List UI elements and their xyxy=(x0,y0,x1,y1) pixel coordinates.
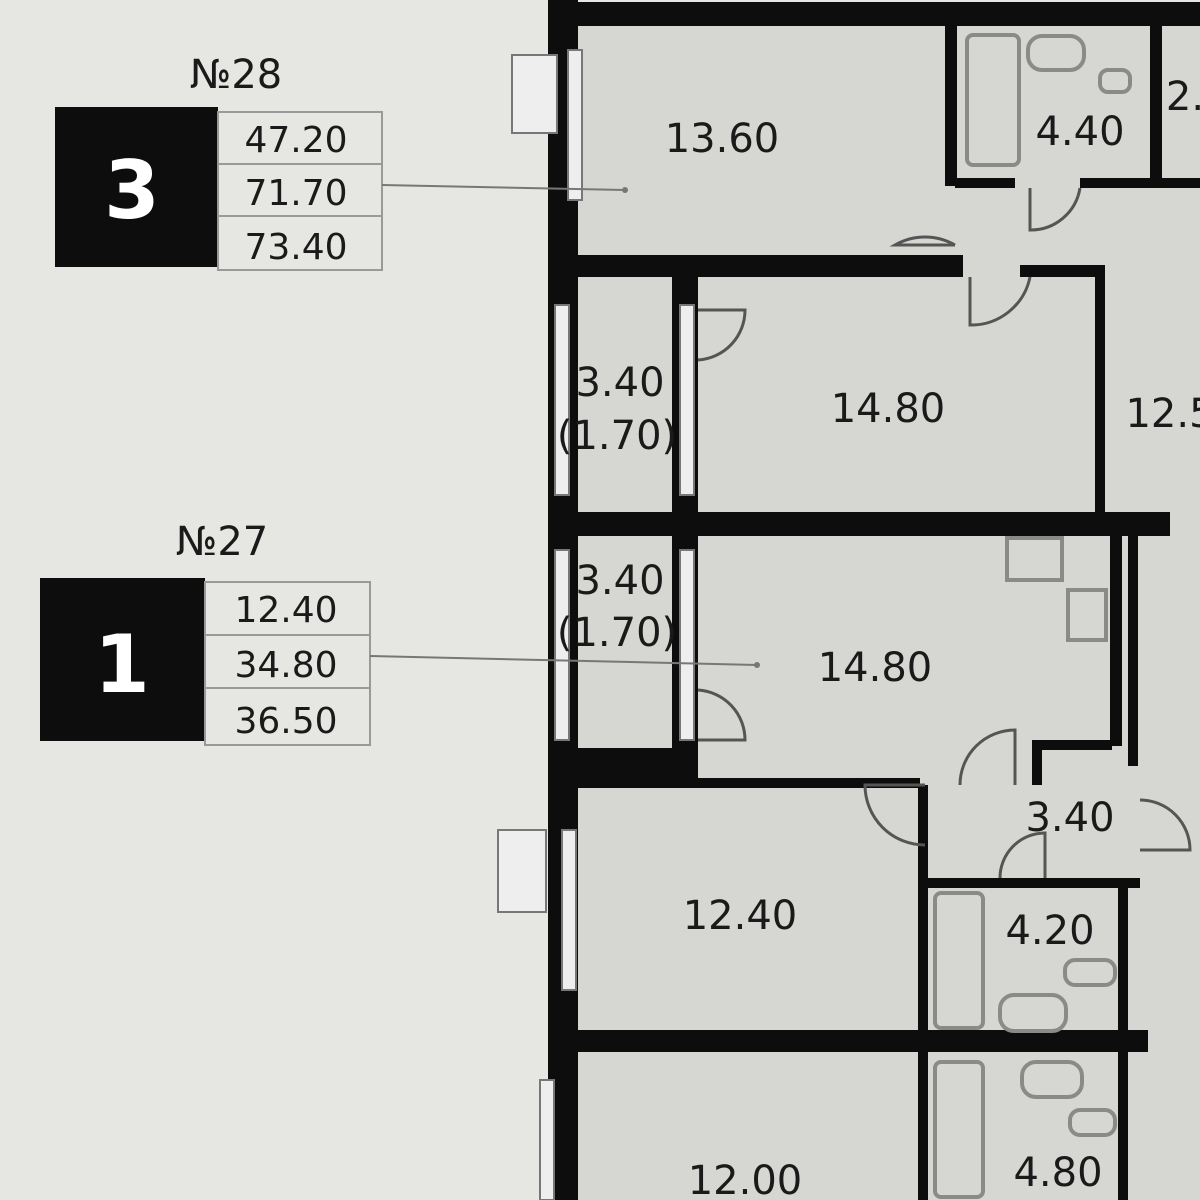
stove-icon xyxy=(1005,536,1064,582)
kitchen-sink-icon xyxy=(1066,588,1108,642)
leader-line xyxy=(369,655,758,666)
toilet-icon xyxy=(1068,1108,1117,1137)
room-area: 2. xyxy=(1166,74,1200,120)
room-area: 14.80 xyxy=(831,386,946,432)
balcony-area: 3.40 xyxy=(575,558,664,604)
room-area: 12.00 xyxy=(688,1158,803,1200)
apartment-number: №28 xyxy=(190,52,283,98)
total-area-with-balcony: 36.50 xyxy=(234,701,337,742)
sink-icon xyxy=(998,993,1068,1033)
plan-floor xyxy=(560,10,1200,1200)
room-area: 12.5 xyxy=(1125,391,1200,437)
room-count: 1 xyxy=(94,618,150,711)
room-count-box xyxy=(55,107,218,267)
room-area: 4.40 xyxy=(1035,109,1124,155)
total-area: 71.70 xyxy=(244,173,347,214)
balcony-area-reduced: (1.70) xyxy=(557,413,677,459)
doors xyxy=(697,187,1192,879)
room-count-box xyxy=(40,578,205,741)
bathtub-icon xyxy=(965,33,1021,167)
room-area: 4.80 xyxy=(1013,1150,1102,1196)
apartment-legend-28[interactable]: №28 3 47.20 71.70 73.40 xyxy=(55,52,628,271)
apartment-legend-27[interactable]: №27 1 12.40 34.80 36.50 xyxy=(40,519,760,746)
balcony-area: 3.40 xyxy=(575,360,664,406)
windows xyxy=(497,49,695,1200)
sink-icon xyxy=(1026,34,1086,72)
toilet-icon xyxy=(1063,958,1117,987)
room-area: 14.80 xyxy=(818,645,933,691)
apartment-number: №27 xyxy=(176,519,269,565)
room-count: 3 xyxy=(104,144,160,237)
room-area: 4.20 xyxy=(1005,908,1094,954)
living-area: 12.40 xyxy=(234,590,337,631)
room-area: 13.60 xyxy=(665,116,780,162)
bathtub-icon xyxy=(933,1060,985,1199)
room-labels: 13.60 4.40 2. 3.40 (1.70) 14.80 12.5 3.4… xyxy=(557,74,1200,1200)
room-area: 3.40 xyxy=(1025,795,1114,841)
bathroom-fixtures xyxy=(933,33,1132,1199)
living-area: 47.20 xyxy=(244,120,347,161)
bathtub-icon xyxy=(933,891,985,1030)
total-area-with-balcony: 73.40 xyxy=(244,227,347,268)
toilet-icon xyxy=(1098,68,1132,94)
total-area: 34.80 xyxy=(234,645,337,686)
sink-icon xyxy=(1020,1060,1084,1099)
room-area: 12.40 xyxy=(683,893,798,939)
leader-line xyxy=(381,184,626,191)
balcony-area-reduced: (1.70) xyxy=(557,610,677,656)
